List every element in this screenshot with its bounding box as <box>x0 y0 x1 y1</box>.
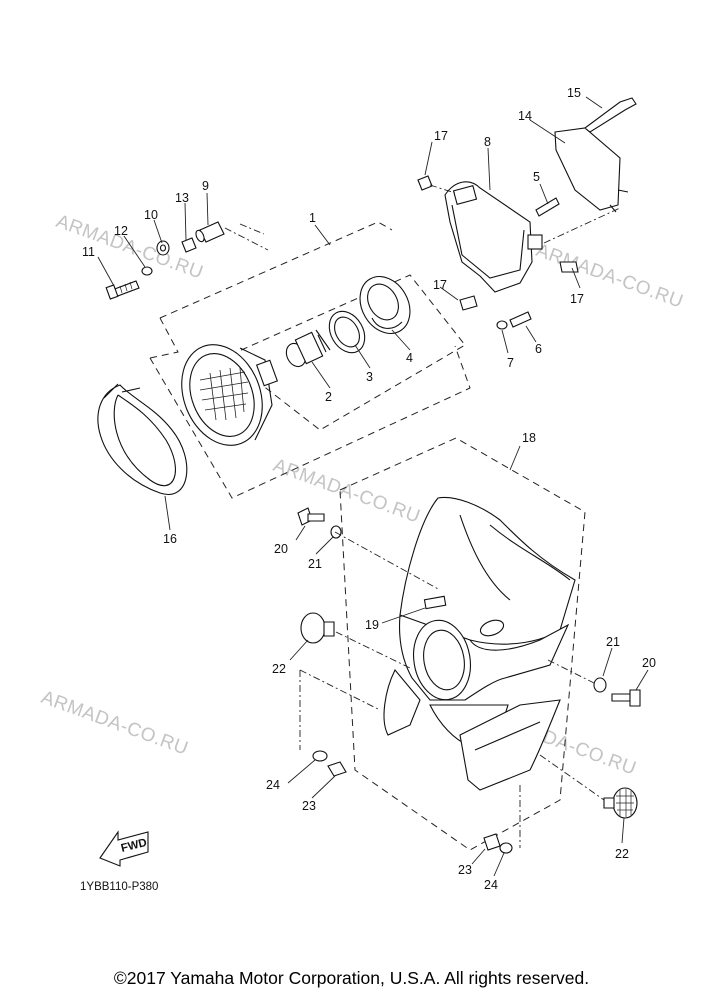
callout-17-right: 17 <box>570 292 584 306</box>
bulb <box>285 329 331 368</box>
callout-10: 10 <box>144 208 158 222</box>
callout-2: 2 <box>325 390 332 404</box>
callout-4: 4 <box>406 351 413 365</box>
assembly-18-outline <box>339 437 586 851</box>
assembly-1-left <box>149 317 179 359</box>
assembly-outlines <box>149 221 586 851</box>
callout-13: 13 <box>175 191 189 205</box>
grommet-right <box>603 787 638 819</box>
callout-23-left: 23 <box>302 799 316 813</box>
callout-23-right: 23 <box>458 863 472 877</box>
diagram-code: 1YBB110-P380 <box>80 881 158 893</box>
small-hardware-left <box>105 221 225 300</box>
fwd-arrow: FWD <box>99 830 149 867</box>
callout-21-right: 21 <box>606 635 620 649</box>
grommet-left <box>300 612 335 644</box>
callout-24-left: 24 <box>266 778 280 792</box>
callout-18: 18 <box>522 431 536 445</box>
callout-21-left: 21 <box>308 557 322 571</box>
assembly-1-bottom <box>149 345 471 499</box>
callout-12: 12 <box>114 224 128 238</box>
callout-24-right: 24 <box>484 878 498 892</box>
cable-tie <box>584 97 637 133</box>
callout-8: 8 <box>484 135 491 149</box>
callouts: 1 2 3 4 5 6 7 8 9 10 11 12 13 14 15 16 1… <box>82 86 656 892</box>
callout-19: 19 <box>365 618 379 632</box>
callout-17-middle: 17 <box>433 278 447 292</box>
watermark-4: ARMADA-CO.RU <box>38 687 191 760</box>
callout-20-left: 20 <box>274 542 288 556</box>
callout-15: 15 <box>567 86 581 100</box>
bulb-cover <box>359 276 411 334</box>
rear-plate <box>554 127 629 213</box>
callout-3: 3 <box>366 370 373 384</box>
cowl-side-panel <box>459 699 561 791</box>
callout-16: 16 <box>163 532 177 546</box>
watermark-3: ARMADA-CO.RU <box>270 455 423 528</box>
callout-7: 7 <box>507 356 514 370</box>
callout-22-left: 22 <box>272 662 286 676</box>
callout-6: 6 <box>535 342 542 356</box>
headlight-cowl <box>383 496 576 746</box>
callout-11: 11 <box>82 245 95 259</box>
callout-1: 1 <box>309 211 316 225</box>
watermark-1: ARMADA-CO.RU <box>53 211 206 284</box>
callout-22-right: 22 <box>615 847 629 861</box>
callout-9: 9 <box>202 179 209 193</box>
watermark-2: ARMADA-CO.RU <box>533 240 686 313</box>
headlight-rim <box>97 383 188 496</box>
callout-14: 14 <box>518 109 532 123</box>
bulb-socket-ring <box>328 310 366 354</box>
headlight-unit <box>181 344 279 446</box>
callout-20-right: 20 <box>642 656 656 670</box>
leader-lines <box>97 96 649 877</box>
fasteners <box>297 507 641 854</box>
callout-17-top: 17 <box>434 129 448 143</box>
copyright-notice: ©2017 Yamaha Motor Corporation, U.S.A. A… <box>113 968 590 988</box>
callout-5: 5 <box>533 170 540 184</box>
